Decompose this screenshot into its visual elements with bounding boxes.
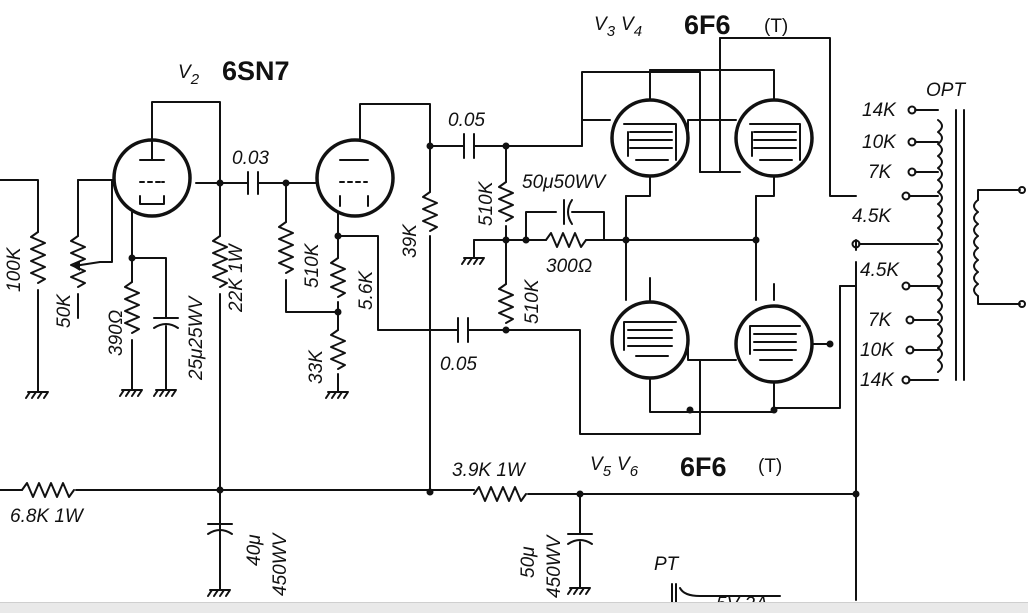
label-005-top: 0.05 — [448, 110, 485, 131]
wiring — [0, 37, 857, 605]
v5v6-suffix: (T) — [758, 456, 782, 477]
output-transformer — [851, 105, 1026, 385]
tube-v6 — [734, 304, 814, 384]
label-40u: 40μ — [244, 534, 265, 566]
ground-symbols — [25, 257, 591, 597]
opt-tap-bot-1: 4.5K — [860, 260, 900, 281]
v2-name: V2 — [178, 62, 200, 88]
label-39k1w: 3.9K 1W — [452, 460, 527, 481]
opt-tap-top-1: 14K — [862, 100, 897, 121]
label-510k-c: 510K — [522, 278, 543, 324]
label-22k: 22K 1W — [226, 242, 247, 313]
label-40u-voltage: 450WV — [270, 531, 291, 596]
v2-type: 6SN7 — [222, 56, 290, 86]
opt-tap-top-3: 7K — [868, 162, 893, 183]
tube-v2b — [315, 138, 395, 218]
opt-tap-bot-4: 14K — [860, 370, 895, 391]
tube-v2 — [112, 138, 192, 218]
pt-title: PT — [654, 554, 680, 575]
v3v4-type: 6F6 — [684, 10, 731, 40]
window-bottom-edge — [0, 602, 1028, 613]
label-50u-voltage: 450WV — [544, 533, 565, 598]
label-25u: 25μ25WV — [186, 294, 207, 381]
v3v4-suffix: (T) — [764, 16, 788, 37]
opt-tap-top-4: 4.5K — [852, 206, 892, 227]
tube-v4 — [734, 98, 814, 178]
label-33k: 33K — [306, 349, 327, 384]
junction-dots — [128, 142, 860, 498]
opt-labels: OPT 14K 10K 7K 4.5K 4.5K 7K 10K 14K — [852, 80, 966, 391]
opt-tap-bot-3: 10K — [860, 340, 895, 361]
label-56k: 5.6K — [356, 270, 377, 310]
label-510k-b: 510K — [476, 180, 497, 226]
opt-tap-bot-2: 7K — [868, 310, 893, 331]
label-50u50: 50μ50WV — [522, 172, 608, 193]
tube-v5 — [610, 300, 690, 380]
label-005-bot: 0.05 — [440, 354, 477, 375]
opt-tap-top-2: 10K — [862, 132, 897, 153]
label-100k: 100K — [4, 246, 25, 292]
label-300: 300Ω — [546, 256, 592, 277]
label-50k: 50K — [54, 293, 75, 328]
component-labels: 100K 50K 390Ω 25μ25WV 22K 1W 0.03 510K 5… — [4, 110, 608, 598]
tube-v3 — [610, 98, 690, 178]
label-003: 0.03 — [232, 148, 269, 169]
label-50u: 50μ — [518, 546, 539, 578]
v5v6-type: 6F6 — [680, 452, 727, 482]
label-390: 390Ω — [106, 310, 127, 356]
opt-title: OPT — [926, 80, 966, 101]
label-510k-a: 510K — [302, 242, 323, 288]
label-68k: 6.8K 1W — [10, 506, 85, 527]
label-39k: 39K — [400, 223, 421, 258]
